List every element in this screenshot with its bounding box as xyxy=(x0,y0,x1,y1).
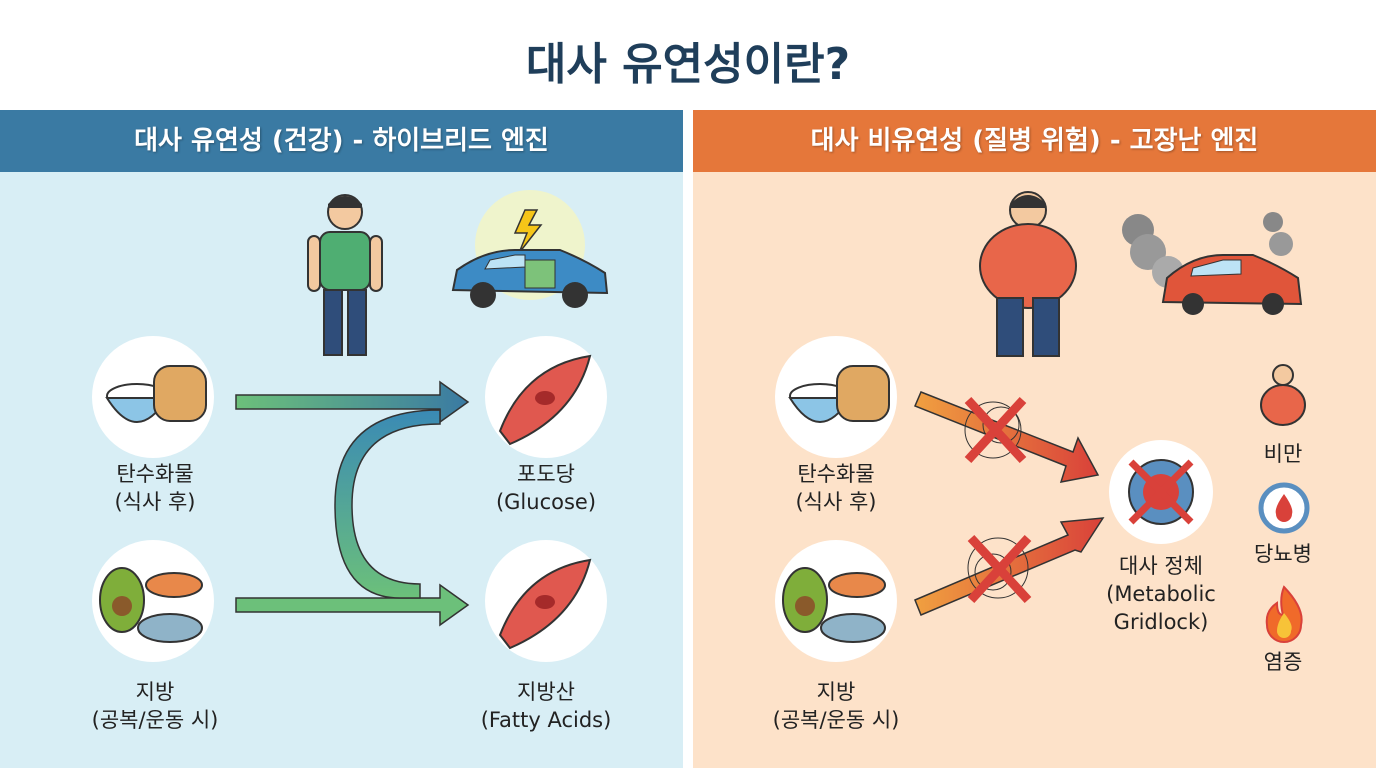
risk-diabetes: 당뇨병 xyxy=(1254,542,1312,566)
gridlock-title: 대사 정체 xyxy=(1119,554,1203,578)
gridlock-subtitle-1: (Metabolic xyxy=(1106,582,1216,606)
healthy-person-icon xyxy=(307,194,383,356)
fat-label: 지방 (공복/운동 시) xyxy=(55,678,255,734)
carb-food-icon xyxy=(775,336,897,458)
hybrid-car-icon xyxy=(451,190,609,308)
carb-subtitle: (식사 후) xyxy=(114,490,196,514)
inflexible-header: 대사 비유연성 (질병 위험) - 고장난 엔진 xyxy=(693,110,1376,172)
fatty-acid-muscle-icon xyxy=(485,540,607,662)
glucose-label: 포도당 (Glucose) xyxy=(446,460,646,516)
flexible-panel: 대사 유연성 (건강) - 하이브리드 엔진 탄수화물 (식사 후) 지방 (공복/… xyxy=(0,110,683,768)
fat-title: 지방 xyxy=(135,680,175,704)
glucose-title: 포도당 xyxy=(517,462,575,486)
flexible-flow-arrows xyxy=(235,380,470,627)
blocked-arrows xyxy=(914,391,1105,616)
fatty-acid-label: 지방산 (Fatty Acids) xyxy=(446,678,646,734)
carb-title: 탄수화물 xyxy=(116,462,194,486)
fat-label: 지방 (공복/운동 시) xyxy=(736,678,936,734)
glucose-muscle-icon xyxy=(485,336,607,458)
fat-food-icon xyxy=(92,540,214,662)
tangle-x-icon xyxy=(964,401,1022,459)
carb-title: 탄수화물 xyxy=(797,462,875,486)
carb-label: 탄수화물 (식사 후) xyxy=(55,460,255,516)
gridlock-subtitle-2: Gridlock) xyxy=(1113,610,1209,634)
diabetes-icon xyxy=(1258,482,1310,534)
glucose-subtitle: (Glucose) xyxy=(495,490,597,514)
gridlock-icon xyxy=(1109,440,1213,544)
fat-food-icon xyxy=(775,540,897,662)
inflexible-panel: 대사 비유연성 (질병 위험) - 고장난 엔진 탄수화물 (식사 후) 지방 (공… xyxy=(693,110,1376,768)
fatty-subtitle: (Fatty Acids) xyxy=(480,708,612,732)
broken-car-icon xyxy=(1122,212,1303,315)
obesity-icon xyxy=(1260,364,1306,426)
fatty-title: 지방산 xyxy=(517,680,575,704)
page-title: 대사 유연성이란? xyxy=(525,39,851,90)
risk-inflammation: 염증 xyxy=(1263,650,1303,674)
fat-title: 지방 xyxy=(816,680,856,704)
carb-label: 탄수화물 (식사 후) xyxy=(736,460,936,516)
fat-subtitle: (공복/운동 시) xyxy=(772,708,900,732)
fat-subtitle: (공복/운동 시) xyxy=(91,708,219,732)
obese-person-icon xyxy=(979,191,1077,357)
inflammation-fire-icon xyxy=(1265,585,1303,643)
carb-food-icon xyxy=(92,336,214,458)
risk-obesity: 비만 xyxy=(1263,442,1303,466)
flexible-header: 대사 유연성 (건강) - 하이브리드 엔진 xyxy=(0,110,683,172)
carb-subtitle: (식사 후) xyxy=(795,490,877,514)
